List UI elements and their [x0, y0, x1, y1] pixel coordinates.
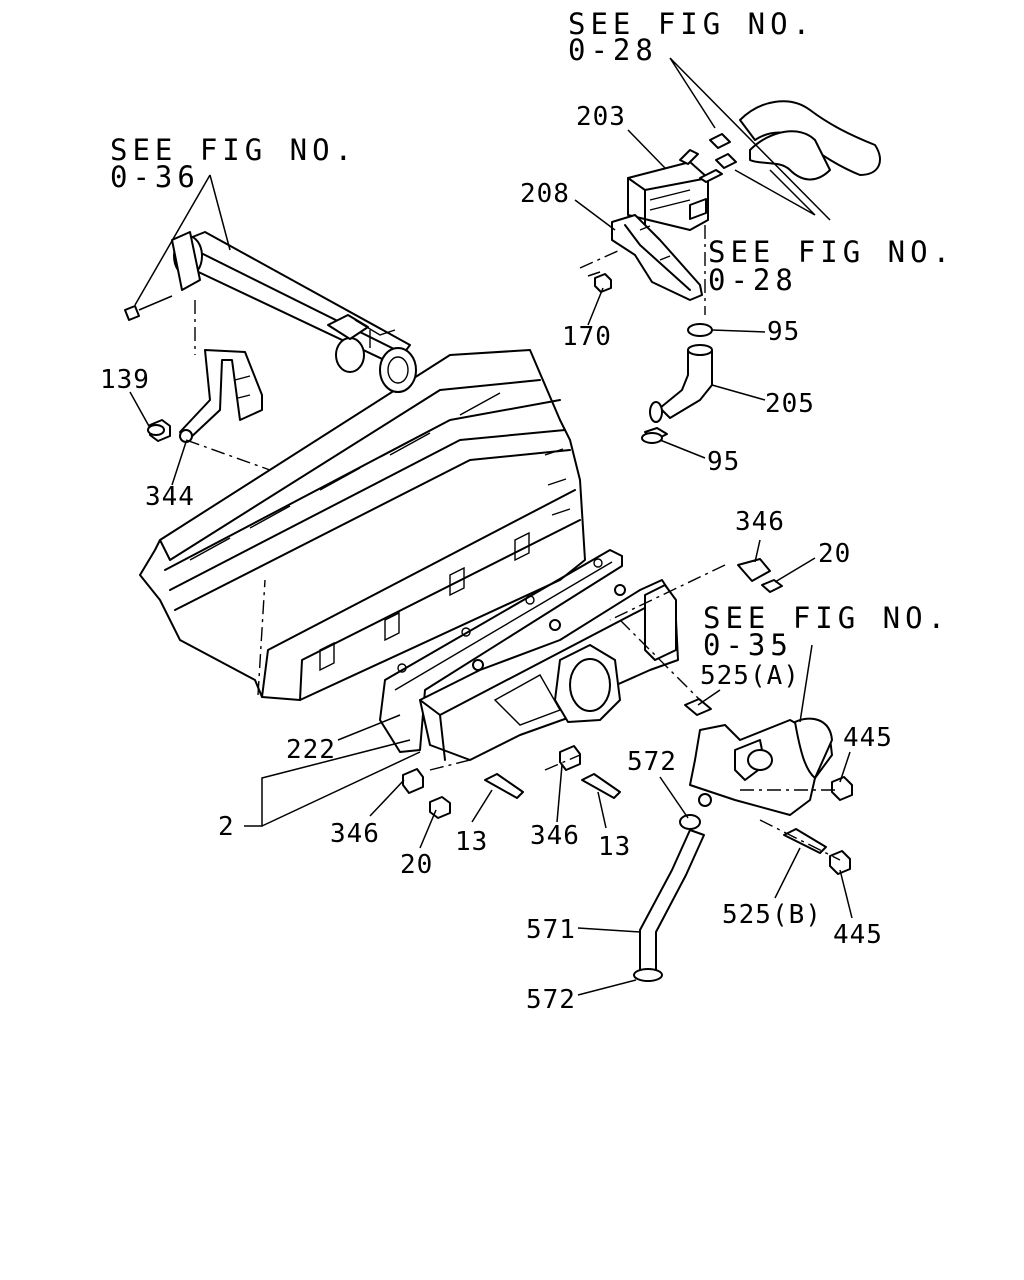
fig-ref-0-36-line2: 0-36 — [110, 160, 200, 194]
intake-manifold-2 — [419, 579, 679, 761]
part-callouts: 203 208 170 95 205 95 139 344 346 20 525… — [100, 102, 893, 1015]
vacuum-hoses — [709, 100, 881, 181]
callout-572-bottom: 572 — [526, 985, 576, 1015]
fig-ref-0-35-line2: 0-35 — [703, 628, 793, 662]
bolt-170 — [587, 271, 612, 293]
callout-346-top: 346 — [735, 507, 785, 537]
callout-525a: 525(A) — [700, 661, 800, 691]
water-pipe — [124, 231, 417, 393]
fig-ref-0-28-right-line2: 0-28 — [708, 263, 798, 297]
fig-ref-0-28-top-line2: 0-28 — [568, 33, 658, 67]
callout-13-left: 13 — [455, 827, 488, 857]
fig-ref-0-28-right-line1: SEE FIG NO. — [708, 235, 955, 269]
callout-572-top: 572 — [627, 747, 677, 777]
callout-2: 2 — [218, 812, 235, 842]
fasteners — [402, 558, 853, 875]
fig-ref-0-35-line1: SEE FIG NO. — [703, 601, 950, 635]
callout-205: 205 — [765, 389, 815, 419]
callout-346-left: 346 — [330, 819, 380, 849]
callout-525b: 525(B) — [722, 900, 822, 930]
cylinder-head-block — [139, 349, 586, 701]
figure-references: SEE FIG NO. 0-28 SEE FIG NO. 0-36 SEE FI… — [110, 7, 955, 662]
callout-203: 203 — [576, 102, 626, 132]
bolt-139 — [147, 419, 171, 442]
callout-344: 344 — [145, 482, 195, 512]
callout-445-bottom: 445 — [833, 920, 883, 950]
bracket-208 — [611, 214, 703, 301]
callout-20-left: 20 — [400, 850, 433, 880]
fig-ref-0-36-line1: SEE FIG NO. — [110, 133, 357, 167]
callout-95-top: 95 — [767, 317, 800, 347]
callout-95-bottom: 95 — [707, 447, 740, 477]
callout-139: 139 — [100, 365, 150, 395]
callout-170: 170 — [562, 322, 612, 352]
leader-lines — [129, 57, 853, 996]
fig-ref-0-28-top-line1: SEE FIG NO. — [568, 7, 815, 41]
callout-445-top: 445 — [843, 723, 893, 753]
callout-20-top: 20 — [818, 539, 851, 569]
callout-222: 222 — [286, 735, 336, 765]
gasket-222 — [379, 549, 623, 753]
thermostat-housing — [689, 717, 833, 816]
valve-203 — [627, 149, 723, 231]
hose-205 — [641, 323, 713, 444]
callout-208: 208 — [520, 179, 570, 209]
bracket-344 — [179, 349, 263, 443]
hose-571 — [633, 814, 705, 982]
alignment-lines — [185, 225, 841, 861]
callout-13-mid: 13 — [598, 832, 631, 862]
callout-346-mid: 346 — [530, 821, 580, 851]
callout-571: 571 — [526, 915, 576, 945]
